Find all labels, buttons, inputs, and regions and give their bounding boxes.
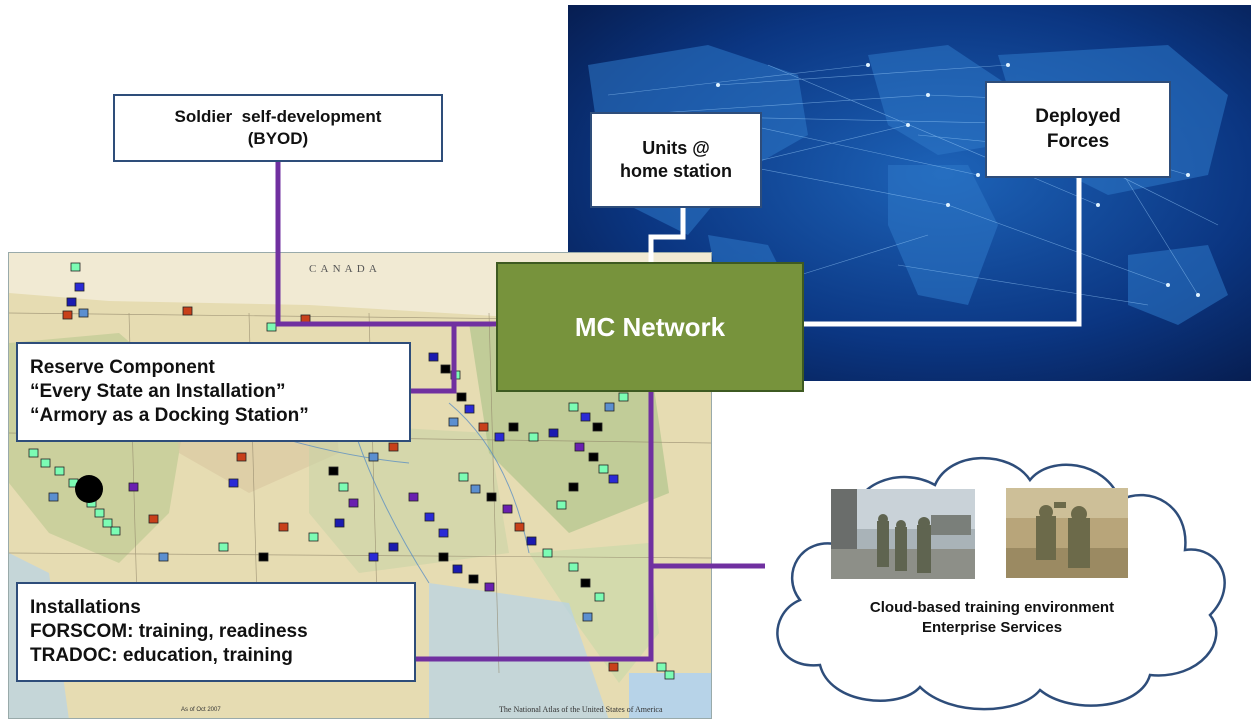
training-photo-soldiers (831, 489, 975, 579)
cloud-label-line2: Enterprise Services (921, 618, 1063, 636)
reserve-box-line3: “Armory as a Docking Station” (30, 405, 309, 427)
connector-installations (416, 392, 654, 662)
reserve-box-line1: Reserve Component (30, 356, 215, 378)
reserve-component-box: Reserve Component “Every State an Instal… (16, 342, 411, 442)
units-home-station-box: Units @ home station (590, 112, 762, 208)
units-box-line1: Units @ (642, 137, 710, 158)
map-country-label: C A N A D A (309, 263, 378, 275)
map-footer-date: As of Oct 2007 (181, 707, 221, 713)
connector-units (648, 208, 686, 262)
units-box-line2: home station (619, 161, 732, 181)
deployed-box-line1: Deployed (1035, 106, 1121, 128)
soldier-box-line2: (BYOD) (247, 129, 309, 148)
installations-box-line2: FORSCOM: training, readiness (30, 620, 308, 642)
deployed-forces-box: Deployed Forces (985, 81, 1171, 178)
soldier-self-development-box: Soldier self-development (BYOD) (113, 94, 443, 162)
installations-box-line1: Installations (30, 596, 141, 618)
training-photo-field (1006, 488, 1128, 578)
installations-box-line3: TRADOC: education, training (30, 645, 293, 667)
cloud-label: Cloud-based training environment Enterpr… (812, 598, 1172, 637)
mc-network-box: MC Network (496, 262, 804, 392)
connector-soldier (275, 162, 496, 327)
connector-reserve (411, 324, 457, 394)
map-footer-title: The National Atlas of the United States … (499, 705, 663, 714)
installations-box: Installations FORSCOM: training, readine… (16, 582, 416, 682)
deployed-box-line2: Forces (1046, 130, 1110, 152)
reserve-box-line2: “Every State an Installation” (30, 380, 286, 402)
soldier-box-line1: Soldier self-development (174, 107, 382, 127)
cloud-label-line1: Cloud-based training environment (869, 599, 1115, 616)
connector-deployed (804, 178, 1082, 327)
